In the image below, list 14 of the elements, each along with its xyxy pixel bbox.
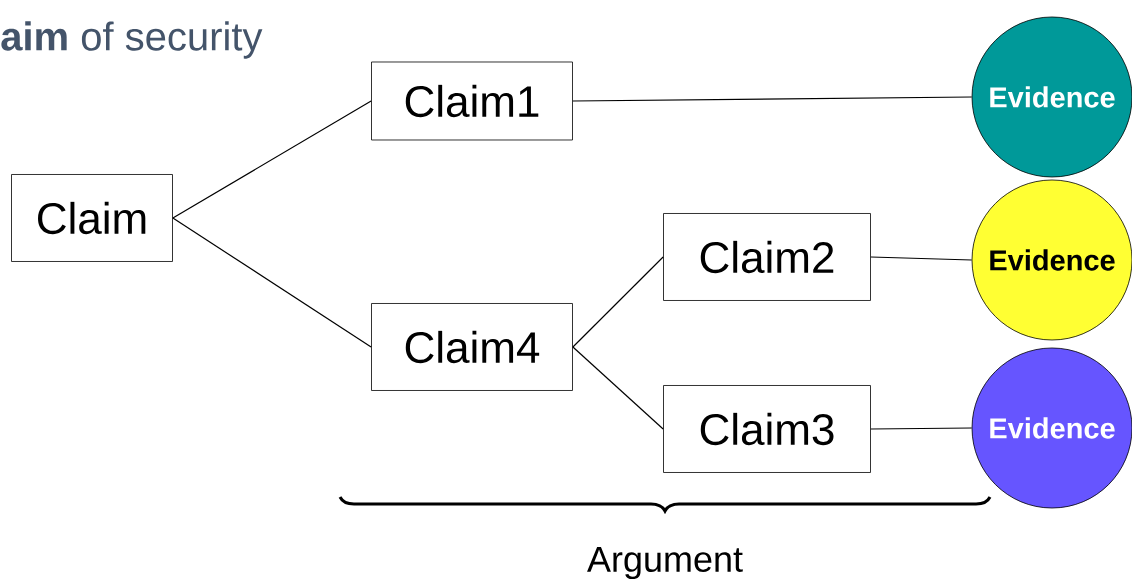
claim-box: Claim3: [663, 385, 871, 473]
connector-line: [870, 427, 973, 430]
claim-box: Claim4: [371, 303, 573, 391]
connector-line: [572, 96, 973, 102]
connector-line: [172, 100, 372, 219]
connector-line: [172, 217, 372, 348]
claim-box: Claim1: [371, 61, 573, 141]
brace-label: Argument: [587, 546, 743, 580]
connector-line: [572, 346, 664, 430]
connector-line: [572, 256, 664, 348]
connector-line: [870, 256, 973, 261]
heading-text: aim of security: [1, 21, 263, 59]
claim-box: Claim: [11, 174, 173, 262]
claim-box: Claim2: [663, 213, 871, 301]
